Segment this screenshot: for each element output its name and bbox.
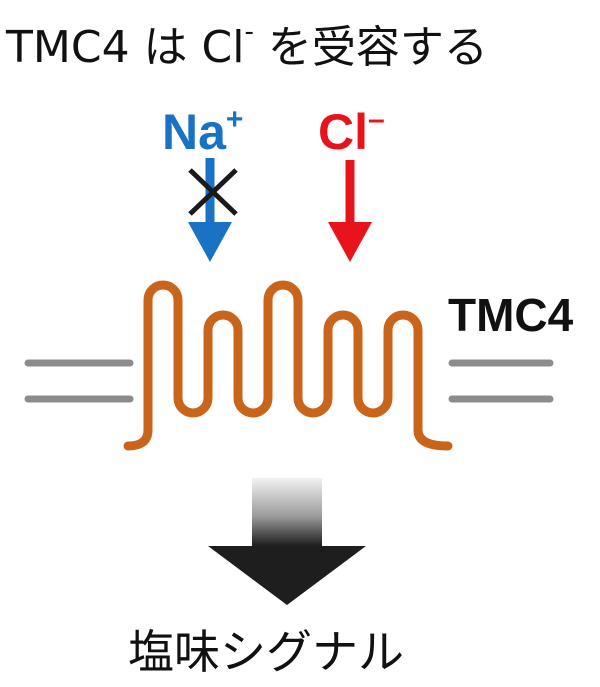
membrane bbox=[24, 359, 554, 403]
title-main: TMC4 は Cl bbox=[6, 22, 245, 73]
sodium-arrow-head bbox=[188, 222, 232, 262]
sodium-charge: + bbox=[225, 103, 244, 136]
chloride-arrow-head bbox=[328, 222, 372, 262]
title-superscript: - bbox=[244, 17, 254, 47]
cross-icon bbox=[188, 168, 238, 216]
chloride-symbol: Cl bbox=[318, 104, 368, 160]
chloride-charge: – bbox=[368, 103, 385, 136]
signal-arrow bbox=[208, 478, 366, 605]
salty-taste-signal-label: 塩味シグナル bbox=[128, 625, 404, 679]
sodium-arrow-blocked bbox=[188, 158, 238, 262]
chloride-ion-label: Cl– bbox=[318, 92, 385, 160]
sodium-symbol: Na bbox=[162, 104, 226, 160]
sodium-ion-label: Na+ bbox=[162, 92, 243, 160]
tmc4-protein bbox=[123, 280, 453, 451]
title-rest: を受容する bbox=[253, 22, 488, 73]
diagram-title: TMC4 は Cl- を受容する bbox=[6, 4, 488, 76]
tmc4-label: TMC4 bbox=[448, 289, 574, 341]
signal-arrow-shaft bbox=[252, 478, 322, 548]
signal-arrow-head bbox=[208, 546, 366, 605]
chloride-arrow bbox=[328, 160, 372, 262]
